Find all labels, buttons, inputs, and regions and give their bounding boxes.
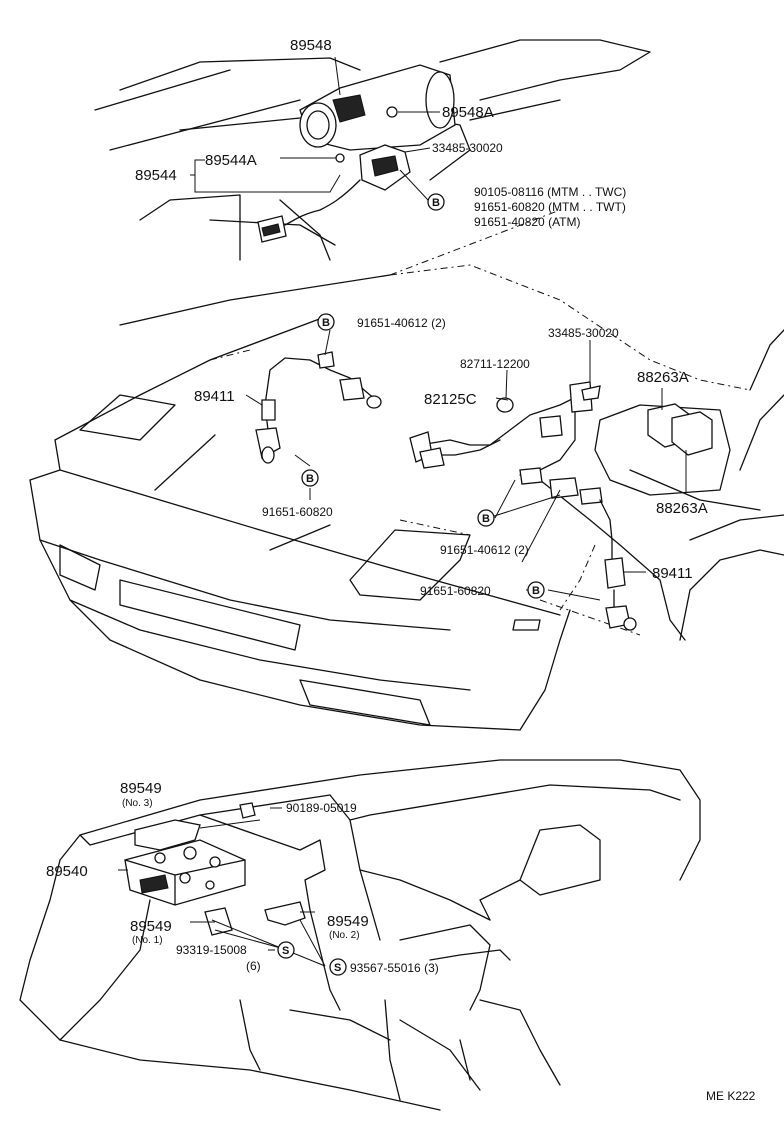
part-labels: 89548 89548A 89544 89544A 33485-30020 90…: [46, 37, 756, 1103]
label-89549-no2: 89549: [327, 913, 369, 930]
relays-88263A: [594, 403, 731, 496]
symbol-b-text: B: [532, 585, 540, 597]
label-90189: 90189-05019: [286, 801, 357, 815]
symbol-b-left: B: [301, 469, 319, 487]
label-89549-no3: 89549: [120, 780, 162, 797]
label-89540: 89540: [46, 863, 88, 880]
bracket-89549-no2: [264, 901, 306, 926]
ecu-89540: [124, 839, 246, 906]
symbol-s-93319: S: [277, 941, 295, 959]
diagram-code: ME K222: [706, 1089, 756, 1103]
screw-90189: [239, 802, 256, 819]
label-90105: 90105-08116 (MTM . . TWC): [474, 185, 626, 199]
label-89548: 89548: [290, 37, 332, 54]
symbol-b-text: B: [432, 197, 440, 209]
symbol-s-text: S: [334, 962, 341, 974]
symbol-b-top: B: [427, 193, 445, 211]
label-82711: 82711-12200: [460, 357, 530, 371]
hood-phantom-lines: [209, 209, 751, 636]
bracket-89549-no1: [204, 907, 233, 936]
label-89411-right: 89411: [652, 565, 693, 582]
air-flow-meter-89548: [299, 64, 456, 151]
label-89411-left: 89411: [194, 388, 235, 405]
label-33485-mid: 33485-30020: [548, 326, 619, 340]
label-qty6: (6): [246, 959, 261, 973]
label-93319: 93319-15008: [176, 943, 247, 957]
bracket-89549-no3: [134, 819, 201, 851]
label-89548A: 89548A: [442, 104, 494, 121]
label-93567: 93567-55016 (3): [350, 961, 439, 975]
symbol-s-93567: S: [329, 958, 347, 976]
symbol-s-text: S: [282, 945, 289, 957]
label-91651-60820-low: 91651-60820: [420, 584, 491, 598]
label-89544A: 89544A: [205, 152, 257, 169]
symbol-b-text: B: [482, 513, 490, 525]
label-89544: 89544: [135, 167, 177, 184]
label-91651-40612-mid: 91651-40612 (2): [440, 543, 529, 557]
dashboard: [19, 759, 701, 1111]
label-89549-no1: 89549: [130, 918, 172, 935]
leader-lines: [118, 56, 687, 967]
label-88263A-bot: 88263A: [656, 500, 708, 517]
symbol-b-text: B: [322, 317, 330, 329]
label-91651-atm: 91651-40820 (ATM): [474, 215, 581, 229]
label-no1: (No. 1): [132, 935, 163, 946]
label-no3: (No. 3): [122, 798, 153, 809]
label-91651-40612-top: 91651-40612 (2): [357, 316, 446, 330]
symbol-b-text: B: [306, 473, 314, 485]
symbol-b-hood: B: [317, 313, 335, 331]
vehicle-body: [29, 314, 784, 731]
sensor-89544: [257, 144, 411, 243]
speed-sensor-left-89411: [255, 351, 382, 464]
label-82125C: 82125C: [424, 391, 477, 408]
harness-82125C: [409, 381, 613, 561]
label-no2: (No. 2): [329, 930, 360, 941]
label-33485-top: 33485-30020: [432, 141, 503, 155]
symbol-b-low: B: [527, 581, 545, 599]
label-88263A-top: 88263A: [637, 369, 689, 386]
label-91651-twt: 91651-60820 (MTM . . TWT): [474, 200, 626, 214]
label-91651-60820-mid: 91651-60820: [262, 505, 333, 519]
symbol-b-mid: B: [477, 509, 495, 527]
speed-sensor-right-89411: [604, 557, 637, 631]
